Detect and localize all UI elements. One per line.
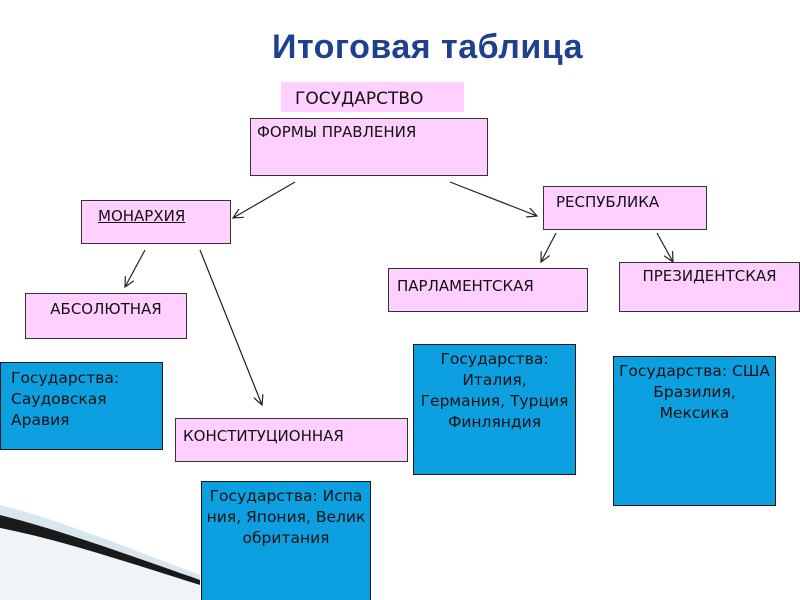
arrow-forms-to-republic xyxy=(449,181,537,216)
node-absolute-label: АБСОЛЮТНАЯ xyxy=(50,300,162,318)
arrow-republic-to-presidential xyxy=(656,232,673,262)
examples-absolute-text: Государства: Саудовская Аравия xyxy=(11,369,120,429)
node-parliamentary-label: ПАРЛАМЕНТСКАЯ xyxy=(397,277,534,295)
arrow-forms-to-monarchy xyxy=(233,181,296,218)
node-states-label: ГОСУДАРСТВО xyxy=(295,89,424,109)
arrow-republic-to-parliamentary xyxy=(541,232,557,262)
examples-absolute: Государства: Саудовская Аравия xyxy=(0,362,163,450)
examples-presidential: Государства: США Бразилия, Мексика xyxy=(613,356,776,506)
node-constitutional: КОНСТИТУЦИОННАЯ xyxy=(175,418,408,462)
node-states: ГОСУДАРСТВО xyxy=(281,82,464,112)
node-republic-label: РЕСПУБЛИКА xyxy=(556,193,660,211)
node-forms: ФОРМЫ ПРАВЛЕНИЯ xyxy=(250,118,488,176)
examples-presidential-text: Государства: США Бразилия, Мексика xyxy=(618,362,771,422)
swoosh-dark xyxy=(0,515,200,585)
arrow-monarchy-to-constitutional xyxy=(199,249,262,405)
page-title: Итоговая таблица xyxy=(272,28,583,66)
swoosh-light xyxy=(0,505,200,580)
examples-constitutional-text: Государства: Испания, Япония, Великобрит… xyxy=(206,487,366,547)
examples-parliamentary-text: Государства: Италия, Германия, Турция Фи… xyxy=(420,350,569,431)
examples-constitutional: Государства: Испания, Япония, Великобрит… xyxy=(201,481,371,600)
node-presidential: ПРЕЗИДЕНТСКАЯ xyxy=(619,262,800,312)
node-absolute: АБСОЛЮТНАЯ xyxy=(25,293,187,339)
arrow-monarchy-to-absolute xyxy=(125,249,146,287)
node-monarchy: МОНАРХИЯ xyxy=(81,200,231,244)
node-presidential-label: ПРЕЗИДЕНТСКАЯ xyxy=(642,267,777,285)
node-monarchy-label: МОНАРХИЯ xyxy=(98,207,186,225)
swoosh-fill xyxy=(0,528,200,600)
examples-parliamentary: Государства: Италия, Германия, Турция Фи… xyxy=(413,344,576,475)
node-parliamentary: ПАРЛАМЕНТСКАЯ xyxy=(388,268,588,312)
node-republic: РЕСПУБЛИКА xyxy=(543,186,707,230)
node-forms-label: ФОРМЫ ПРАВЛЕНИЯ xyxy=(257,123,417,141)
node-constitutional-label: КОНСТИТУЦИОННАЯ xyxy=(183,427,344,445)
